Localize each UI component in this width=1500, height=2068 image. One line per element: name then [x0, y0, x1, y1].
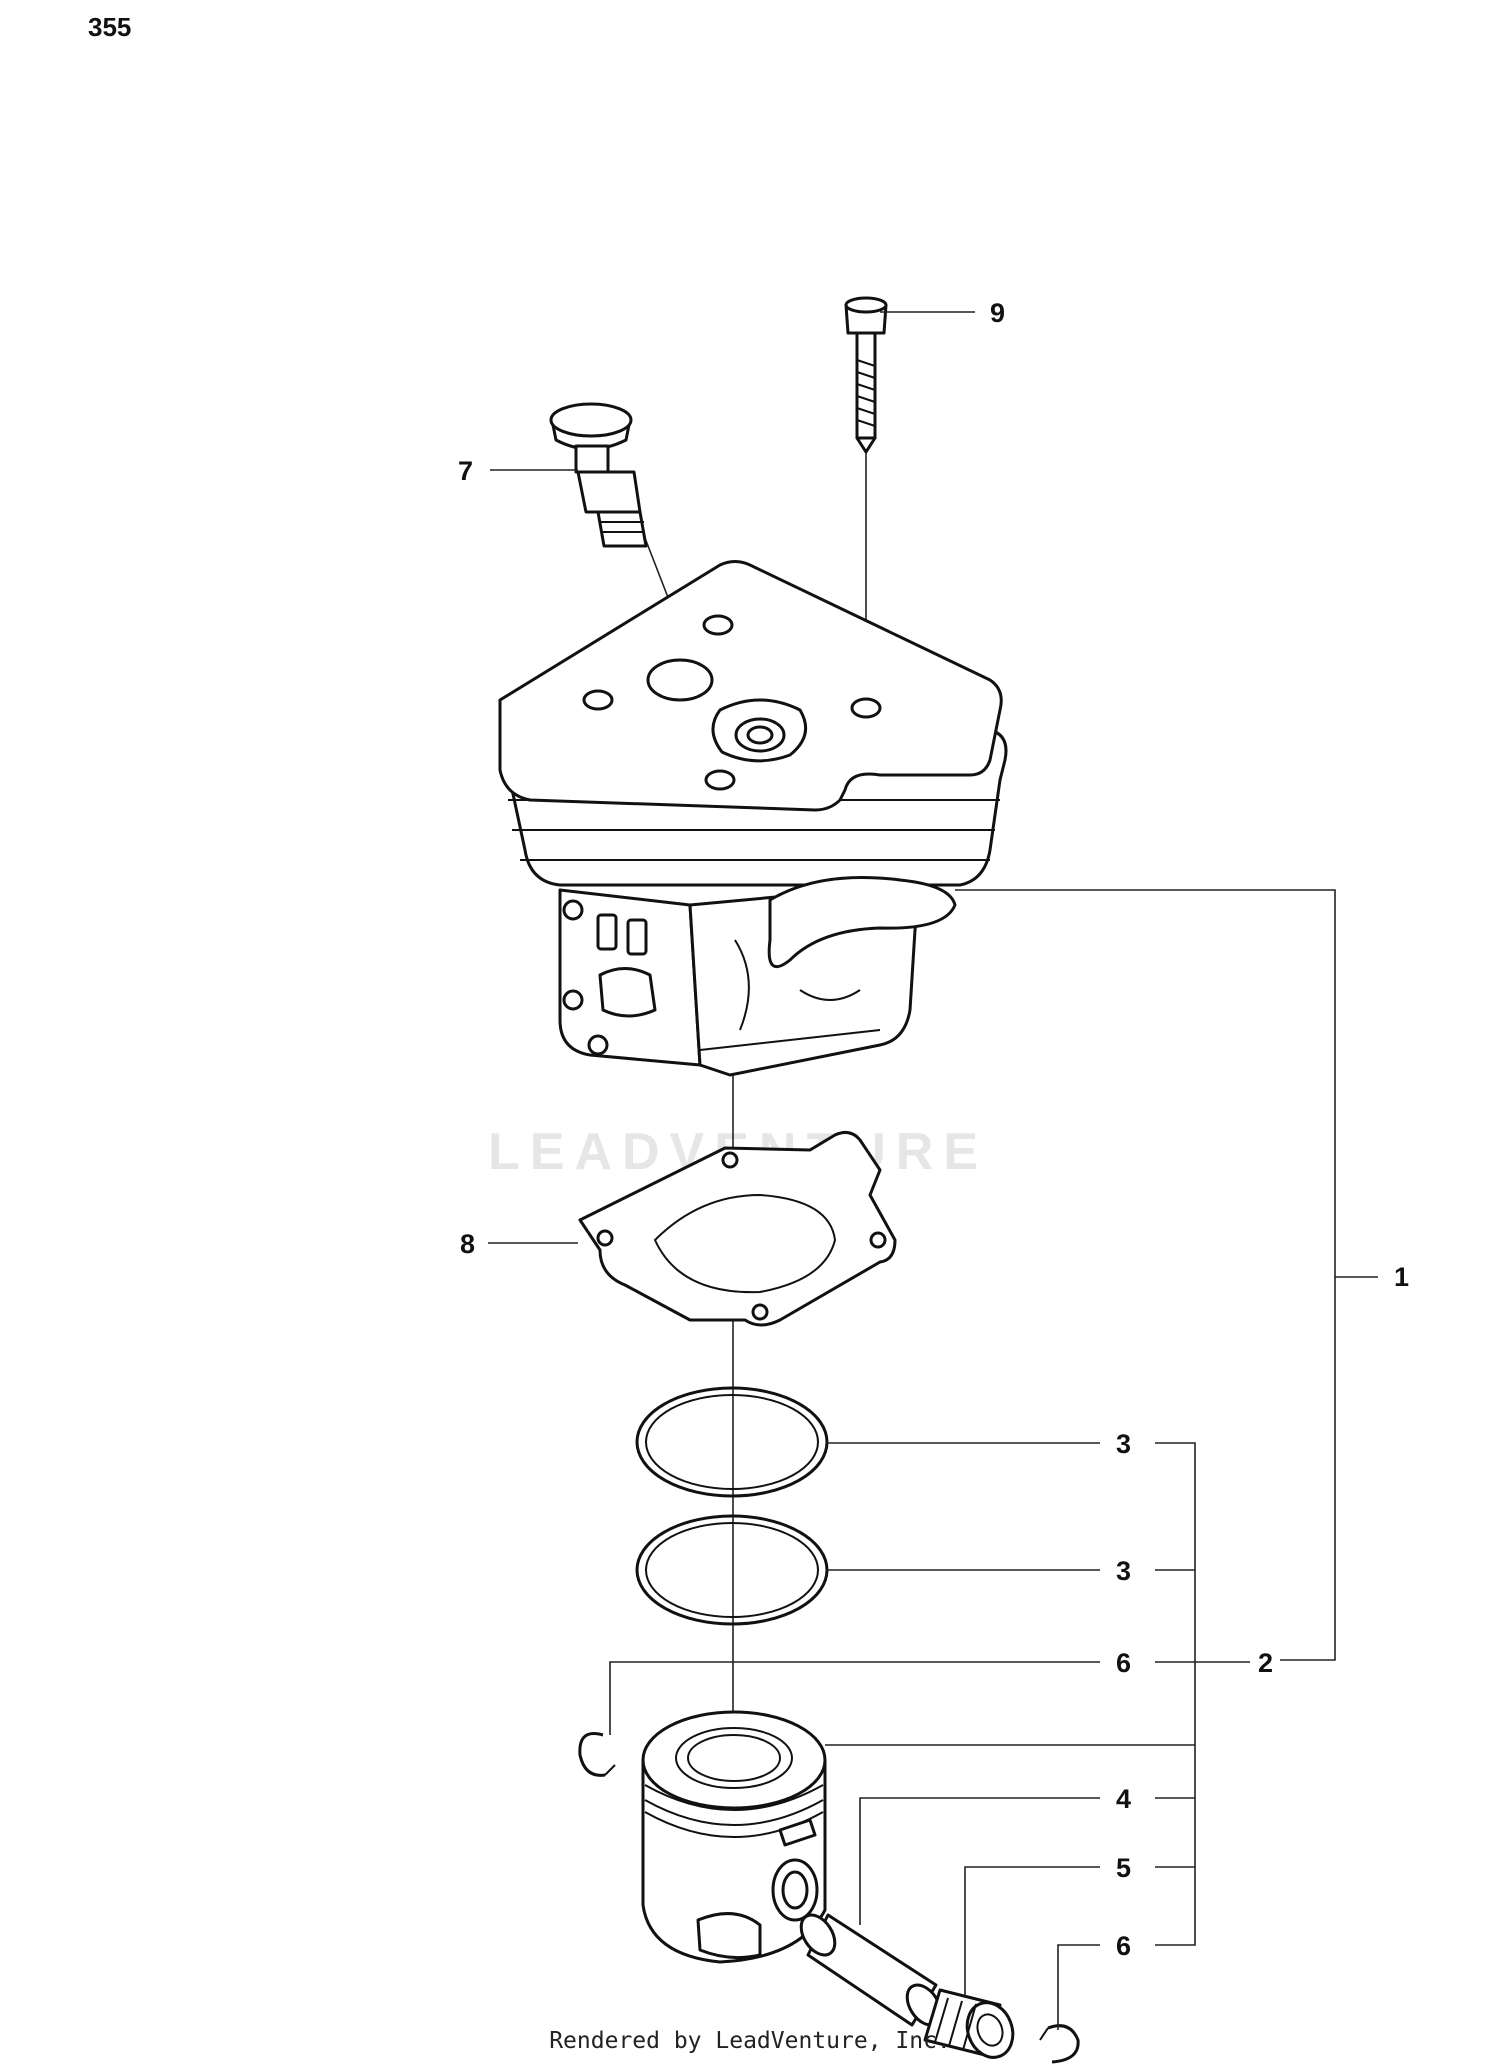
piston-pin[interactable]: [794, 1909, 947, 2031]
callout-3-upper: 3: [1116, 1429, 1131, 1459]
callout-2: 2: [1258, 1648, 1273, 1678]
callout-3-lower: 3: [1116, 1556, 1131, 1586]
leader-6-right: [1057, 1944, 1100, 2030]
callout-1: 1: [1394, 1262, 1409, 1292]
callout-6-upper: 6: [1116, 1648, 1131, 1678]
callout-9: 9: [990, 298, 1005, 328]
callout-5: 5: [1116, 1853, 1131, 1883]
leader-6-left: [609, 1661, 1100, 1735]
cylinder-base-gasket[interactable]: [578, 1130, 897, 1327]
piston-ring-upper[interactable]: [635, 1386, 829, 1498]
callout-8: 8: [460, 1229, 475, 1259]
footer-credit: Rendered by LeadVenture, Inc.: [549, 2028, 951, 2054]
page-number: 355: [88, 12, 132, 42]
cylinder[interactable]: [498, 560, 1008, 1077]
leader-4: [859, 1797, 1100, 1925]
callout-7: 7: [458, 456, 473, 486]
leader-1: [955, 889, 1336, 1661]
callout-4: 4: [1116, 1784, 1131, 1814]
needle-bearing[interactable]: [923, 1988, 1020, 2064]
leader-5: [964, 1866, 1100, 1998]
piston[interactable]: [641, 1710, 827, 1964]
circlip-right[interactable]: [1039, 2024, 1080, 2064]
circlip-left[interactable]: [578, 1732, 616, 1777]
leader-2-bracket: [1155, 1442, 1196, 1946]
decompression-valve[interactable]: [549, 402, 648, 548]
callout-6-lower: 6: [1116, 1931, 1131, 1961]
cylinder-bolt[interactable]: [844, 296, 888, 454]
piston-ring-lower[interactable]: [635, 1514, 829, 1626]
